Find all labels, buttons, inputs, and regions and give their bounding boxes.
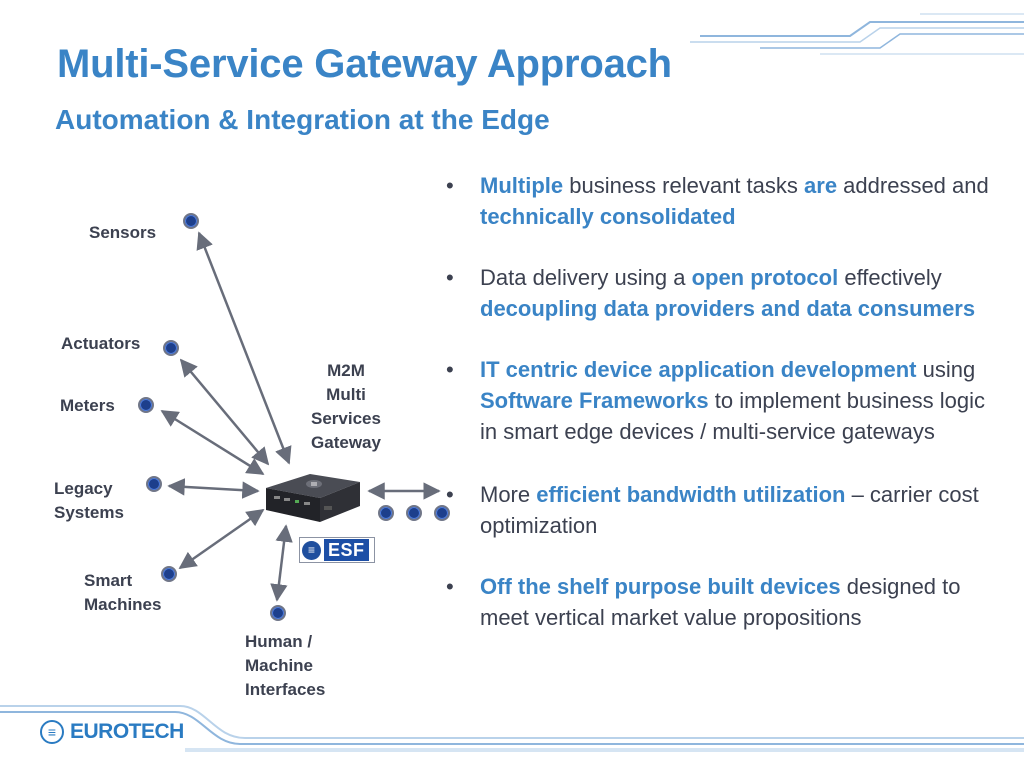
bullet-highlight-text: efficient bandwidth utilization [536, 482, 846, 507]
bullet-item: • More efficient bandwidth utilization – … [444, 479, 990, 541]
bullet-text: addressed and [837, 173, 989, 198]
arrow-smart-machines [178, 508, 265, 570]
arrow-legacy [167, 478, 260, 499]
eurotech-logo-text: EUROTECH [70, 720, 184, 743]
diagram-arrows [160, 231, 441, 602]
bullet-highlight-text: Multiple [480, 173, 564, 198]
bullet-dot-icon: • [446, 357, 454, 382]
smart-machines-node [161, 566, 177, 582]
bullet-highlight-text: Software Frameworks [480, 388, 709, 413]
hmi-node [270, 605, 286, 621]
bullet-dot-icon: • [446, 574, 454, 599]
output-node-1 [378, 505, 394, 521]
arrow-sensors [196, 231, 292, 465]
bullet-text: Data delivery using a [480, 265, 692, 290]
legacy-systems-label: Legacy Systems [54, 479, 124, 522]
bullet-text: using [916, 357, 976, 382]
actuators-label: Actuators [61, 334, 141, 353]
bullet-text: – carrier cost optimization [480, 482, 979, 538]
bullet-text: business relevant tasks [563, 173, 805, 198]
output-node-3 [434, 505, 450, 521]
bullet-item: • Multiple business relevant tasks are ad… [444, 170, 990, 232]
gateway-diagram: Sensors Actuators Meters Legacy Systems … [0, 0, 460, 768]
page-title: Multi-Service Gateway Approach [57, 42, 672, 86]
arrow-meters [160, 409, 265, 476]
bullet-text: effectively [838, 265, 942, 290]
gateway-label: M2M Multi Services Gateway [311, 361, 381, 452]
legacy-node [146, 476, 162, 492]
esf-logo: ≡ ESF [299, 537, 375, 563]
meters-label: Meters [60, 396, 115, 415]
bullet-dot-icon: • [446, 482, 454, 507]
bullet-dot-icon: • [446, 173, 454, 198]
smart-machines-label: Smart Machines [84, 571, 162, 614]
bullet-text: designed to meet vertical market value p… [480, 574, 961, 630]
bullet-item: • Off the shelf purpose built devices des… [444, 571, 990, 633]
bullet-highlight-text: are [804, 173, 838, 198]
eurotech-logo-icon: ≡ [40, 720, 64, 744]
bullet-item: • Data delivery using a open protocol eff… [444, 262, 990, 324]
bullet-highlight-text: open protocol [691, 265, 839, 290]
bullet-highlight-text: Off the shelf purpose built devices [480, 574, 841, 599]
bullet-list: • Multiple business relevant tasks are ad… [444, 170, 1004, 663]
bullet-text: More [480, 482, 537, 507]
hmi-label: Human / Machine Interfaces [245, 632, 326, 699]
header-decoration [690, 13, 1024, 55]
output-node-2 [406, 505, 422, 521]
bullet-highlight-text: technically consolidated [480, 204, 736, 229]
bullet-dot-icon: • [446, 265, 454, 290]
meters-node [138, 397, 154, 413]
arrow-hmi [270, 524, 293, 602]
gateway-device-image [266, 474, 360, 522]
bullet-text: to implement business logic in smart edg… [480, 388, 985, 444]
footer-decoration [0, 705, 1024, 752]
sensors-label: Sensors [89, 223, 157, 242]
esf-circle-icon: ≡ [302, 540, 321, 560]
bullet-highlight-text: IT centric device application developmen… [480, 357, 917, 382]
bullet-highlight-text: decoupling data providers and data consu… [480, 296, 976, 321]
bullet-item: • IT centric device application developme… [444, 354, 990, 447]
esf-logo-text: ESF [324, 539, 369, 561]
page-subtitle: Automation & Integration at the Edge [55, 104, 550, 135]
actuators-node [163, 340, 179, 356]
eurotech-logo: ≡ EUROTECH [40, 720, 184, 744]
sensors-node [183, 213, 199, 229]
